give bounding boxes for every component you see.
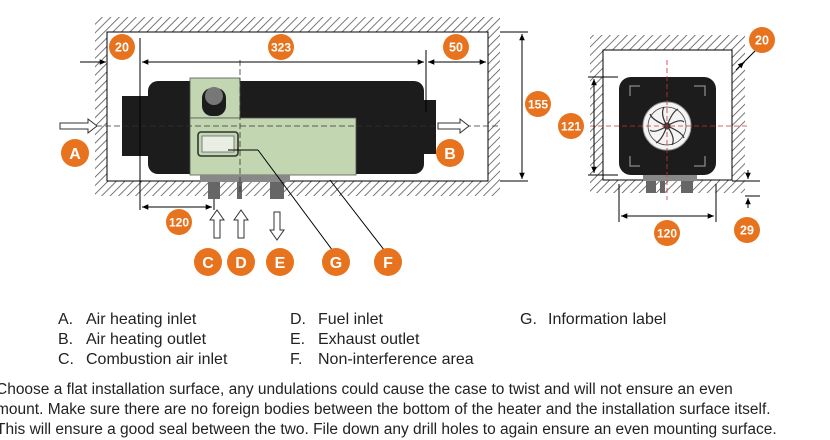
legend-item-c: C.Combustion air inlet (58, 351, 228, 368)
side-dimension-lines (588, 41, 765, 222)
legend: A.Air heating inlet B.Air heating outlet… (0, 310, 830, 380)
svg-text:323: 323 (271, 41, 291, 55)
legend-item-f: F.Non-interference area (290, 351, 474, 368)
combustion-air-arrow (209, 209, 225, 239)
legend-item-b: B.Air heating outlet (58, 331, 207, 348)
svg-text:120: 120 (657, 227, 677, 241)
exhaust-outlet-arrow (269, 211, 285, 241)
badge-dim-height: 155 (525, 91, 551, 117)
legend-item-a: A.Air heating inlet (58, 311, 197, 328)
badge-dim-front-offset: 120 (166, 209, 192, 235)
installation-diagram: 20 323 50 155 121 20 120 120 29 A B (59, 17, 775, 276)
marker-g: G (322, 248, 350, 276)
badge-dim-length: 323 (268, 34, 294, 60)
svg-text:C: C (202, 255, 214, 272)
svg-text:29: 29 (740, 224, 754, 238)
air-inlet-arrow (59, 117, 98, 135)
svg-text:B: B (444, 146, 456, 163)
badge-dim-side-clearance: 20 (749, 27, 775, 53)
svg-text:50: 50 (449, 41, 463, 55)
svg-text:E: E (275, 255, 286, 272)
svg-text:155: 155 (528, 98, 548, 112)
svg-text:121: 121 (561, 120, 581, 134)
fuel-inlet-arrow (233, 209, 249, 239)
svg-text:120: 120 (169, 216, 189, 230)
marker-c: C (194, 248, 222, 276)
heater-side-view (619, 77, 716, 193)
marker-d: D (227, 248, 255, 276)
svg-text:A: A (69, 146, 81, 163)
legend-item-e: E.Exhaust outlet (290, 331, 420, 348)
instruction-line-2: mount. Make sure there are no foreign bo… (0, 401, 771, 418)
air-outlet-arrow (437, 117, 470, 135)
legend-item-g: G.Information label (520, 311, 667, 328)
instruction-line-3: This will ensure a good seal between the… (0, 421, 777, 438)
badge-dim-left-clearance: 20 (109, 34, 135, 60)
svg-text:20: 20 (755, 34, 769, 48)
legend-item-d: D.Fuel inlet (290, 311, 383, 328)
front-dimension-lines (80, 31, 528, 210)
instruction-line-1: Choose a flat installation surface, any … (0, 381, 733, 398)
badge-dim-side-width: 120 (654, 220, 680, 246)
badge-dim-right-clearance: 50 (443, 34, 469, 60)
front-clearance-frame (95, 17, 500, 196)
badge-dim-side-height: 121 (558, 113, 584, 139)
svg-text:F: F (383, 255, 393, 272)
marker-e: E (266, 248, 294, 276)
marker-f: F (374, 248, 402, 276)
marker-b: B (436, 139, 464, 167)
badge-dim-side-bottom: 29 (734, 217, 760, 243)
svg-text:G: G (330, 255, 342, 272)
marker-a: A (61, 139, 89, 167)
svg-text:D: D (235, 255, 247, 272)
installation-instructions: Choose a flat installation surface, any … (0, 380, 830, 440)
svg-text:20: 20 (115, 41, 129, 55)
